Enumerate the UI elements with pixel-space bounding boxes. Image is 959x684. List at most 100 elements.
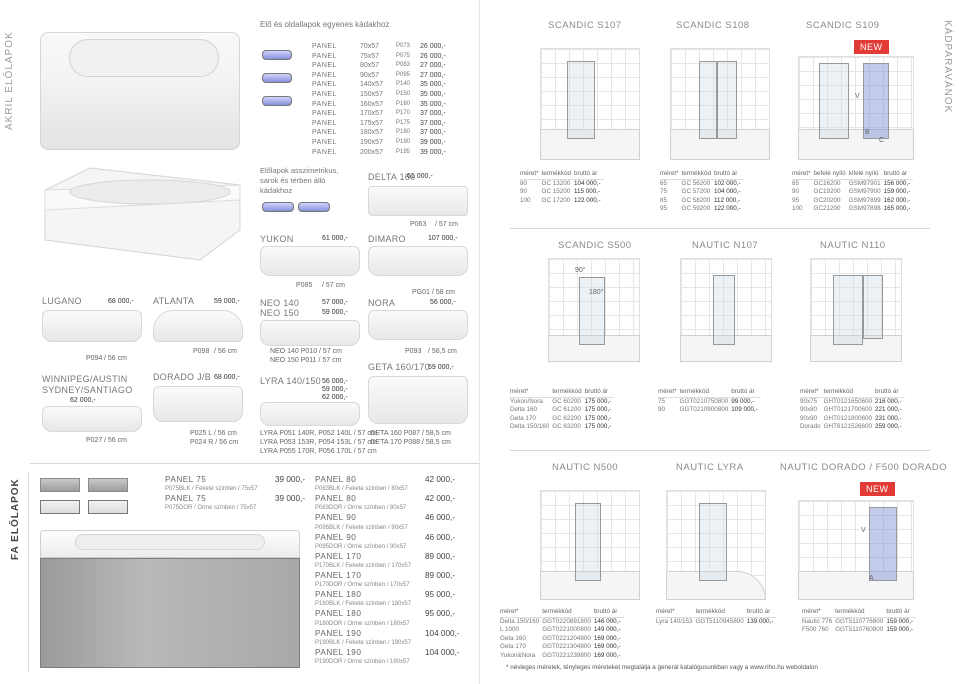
col-header: termékkód — [679, 388, 732, 398]
dimaro-name: DIMARO — [368, 234, 406, 244]
fa-price: 46 000,- — [425, 513, 456, 523]
bathtub-image-rect — [40, 32, 240, 150]
panel-name: PANEL — [312, 129, 337, 137]
spec-cell: 99 000,- — [731, 397, 755, 405]
thumb-2 — [262, 73, 292, 83]
spec-cell: 104 000,- — [713, 188, 741, 196]
delta-size: / 57 cm — [435, 221, 458, 228]
atlanta-name: ATLANTA — [153, 296, 195, 306]
delta-code: P063 — [410, 221, 427, 228]
spec-cell: Yukon/Nora — [510, 397, 543, 405]
yukon-size: / 57 cm — [322, 282, 345, 289]
dim-v-1: V — [855, 93, 860, 100]
fa-name: PANEL 75 — [165, 494, 207, 504]
spec-cell: 122 000,- — [573, 196, 601, 204]
spec-cell: 90x90 — [800, 414, 818, 422]
spec-cell: GC 62200 — [552, 414, 581, 422]
spec-cell: Geta 170 — [500, 643, 526, 651]
panel-size: 75x57 — [360, 52, 380, 60]
spec-cell: GGT5110776800 — [835, 617, 884, 625]
yukon-code: P085 — [296, 282, 313, 289]
spec-cell: GSM97901 — [848, 179, 881, 187]
spec-cell: GC 60200 — [552, 397, 581, 405]
spec-cell: 100 — [520, 196, 531, 204]
nora-code: P093 — [405, 348, 422, 355]
panel-price: 39 000,- — [420, 138, 446, 146]
spec-cell: 231 000,- — [874, 414, 902, 422]
title-n110: NAUTIC N110 — [820, 240, 886, 251]
spec-cell: GGT5110760800 — [835, 626, 884, 634]
col-header: méret* — [658, 388, 680, 398]
spec-cell: GC19200 — [813, 188, 841, 196]
spec-cell: 259 000,- — [874, 423, 902, 431]
delta-price: 61 000,- — [407, 173, 433, 180]
panel-code: P140 — [396, 81, 411, 88]
spec-cell: 221 000,- — [874, 406, 902, 414]
panel-price: 37 000,- — [420, 110, 446, 118]
spec-cell: 175 000,- — [584, 397, 612, 405]
dorado-image: V A — [798, 500, 914, 600]
panel-price: 35 000,- — [420, 81, 446, 89]
divider-fa — [30, 463, 479, 464]
panel-price: 35 000,- — [420, 100, 446, 108]
title-s107: SCANDIC S107 — [548, 20, 622, 31]
panel-size: 180x57 — [360, 129, 383, 137]
neo150-price: 59 000,- — [322, 309, 348, 316]
spec-cell: GC 56200 — [681, 179, 711, 187]
spec-cell: 90x80 — [800, 406, 818, 414]
spec-cell: GC16200 — [813, 179, 841, 187]
panel-name: PANEL — [312, 110, 337, 118]
dimaro-panel-image — [368, 246, 468, 276]
nora-panel-image — [368, 310, 468, 340]
panel-name: PANEL — [312, 138, 337, 146]
col-header: kifelé nyíló — [848, 170, 884, 180]
title-dorado: NAUTIC DORADO / F500 DORADO — [780, 462, 948, 473]
panel-size: 200x57 — [360, 148, 383, 156]
footnote: * névleges méretek, tényleges méreteket … — [506, 664, 818, 671]
spec-cell: GC20200 — [813, 196, 841, 204]
geta-code-2: GETA 170 P088 / 58,5 cm — [370, 439, 451, 446]
panel-code: P150 — [396, 90, 411, 97]
fa-sub: P190DOR / Orme színben / 190x57 — [315, 659, 410, 666]
s108-image — [670, 48, 770, 160]
col-header: bruttó ár — [573, 170, 604, 180]
lugano-code: P094 — [86, 355, 103, 362]
panel-code: P190 — [396, 138, 411, 145]
winnipeg-size: / 56 cm — [104, 437, 127, 444]
winnipeg-code: P027 — [86, 437, 103, 444]
spec-cell: 159 000,- — [886, 617, 913, 625]
spec-cell: 65 — [660, 179, 668, 187]
spec-cell: GGT0221239800 — [542, 651, 591, 659]
col-header: méret* — [800, 388, 824, 398]
dorado-price: 68 000,- — [214, 374, 240, 381]
yukon-panel-image — [260, 246, 360, 276]
spec-cell: Delta 150/160 — [500, 617, 540, 625]
spec-cell: Delta 150/160 — [510, 423, 550, 431]
panel-name: PANEL — [312, 81, 337, 89]
col-header: termékkód — [681, 170, 714, 180]
spec-cell: GC 61200 — [552, 406, 581, 414]
spec-cell: 100 — [792, 205, 803, 213]
fa-sub: P170BLK / Fekete színben / 170x57 — [315, 563, 412, 570]
spec-cell: 112 000,- — [713, 196, 741, 204]
dim-b: B — [865, 129, 870, 136]
s500-image: 90° 180° — [548, 258, 640, 362]
spec-cell: 102 000,- — [713, 179, 741, 187]
